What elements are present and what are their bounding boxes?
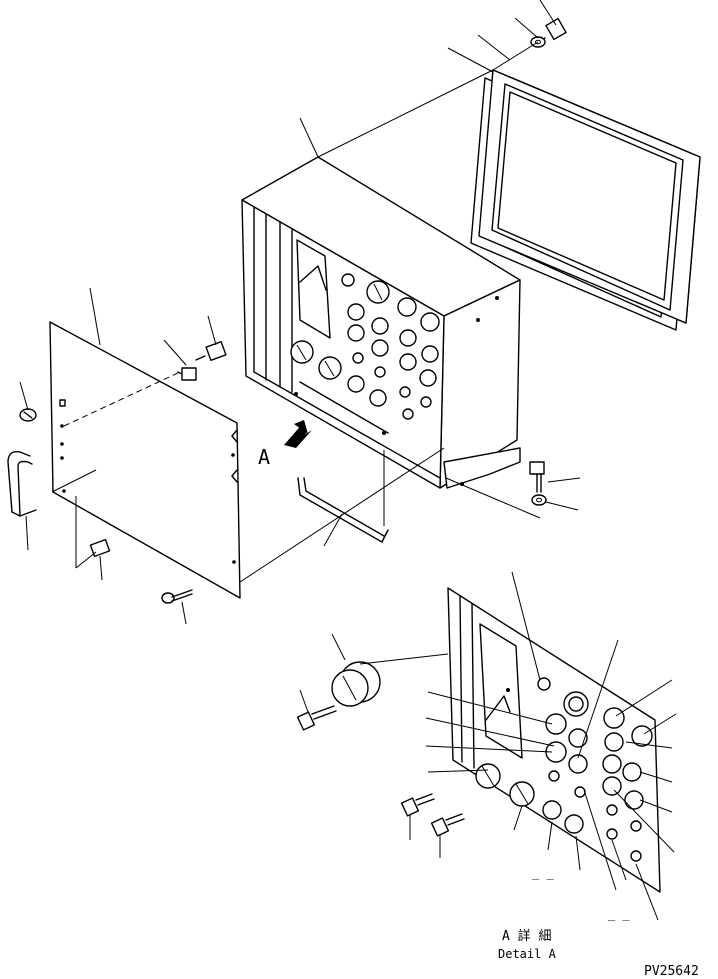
view-label: A: [258, 445, 270, 469]
front-cover-panel: [49, 321, 241, 599]
blank-mark: _ _: [608, 907, 630, 921]
leader-lines-main: [19, 117, 541, 625]
stay-rod: [297, 477, 389, 543]
gasket: [470, 69, 701, 331]
connector-plugs: [290, 273, 440, 420]
leader-lines-top: [447, 0, 557, 73]
drawing-code: PV25642: [644, 964, 699, 979]
bolt-icon: [400, 793, 435, 817]
detail-a-panel: [447, 587, 661, 893]
leader-lines-detail: [299, 571, 677, 921]
cap-connector: [331, 653, 449, 707]
handle-icon: [7, 451, 37, 517]
bolt-icon: [195, 340, 227, 362]
wing-nut-icon: [19, 408, 37, 422]
view-arrow-icon: [284, 420, 312, 448]
round-connector-icon: [290, 273, 440, 420]
detail-label-jp: A 詳 細: [502, 928, 551, 944]
bolt-icon: [430, 813, 465, 837]
bolt-icon: [529, 461, 545, 493]
screw-icon: [161, 589, 193, 604]
detail-label-en: Detail A: [498, 947, 557, 961]
clip-bracket: [177, 367, 197, 381]
washer-icon: [531, 494, 547, 506]
bolt-icon: [296, 705, 337, 731]
round-connector-icon: [537, 677, 653, 862]
housing-box: [241, 69, 521, 489]
blank-mark: _ _: [532, 866, 554, 880]
detail-connectors: [475, 677, 653, 862]
